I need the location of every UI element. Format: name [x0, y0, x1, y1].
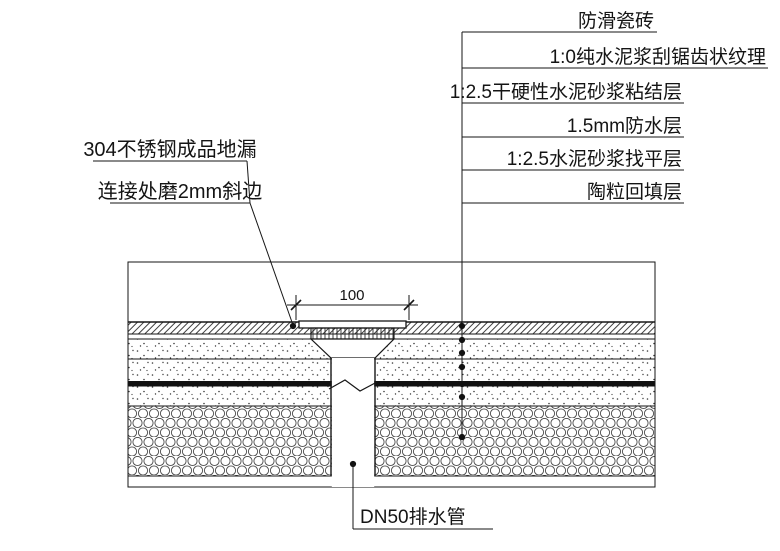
callout-leveling-layer: 1:2.5水泥砂浆找平层: [462, 148, 684, 171]
pipe-callout: DN50排水管: [349, 460, 493, 530]
pipe-callout-label: DN50排水管: [360, 506, 466, 528]
drain-flange: [298, 320, 407, 329]
layer-leveling: [128, 386, 655, 406]
pipe-break-icon: [328, 379, 378, 392]
drain-callout-line2: 连接处磨2mm斜边: [98, 180, 262, 203]
dim-tick-left: [290, 299, 302, 311]
layer-backfill: [128, 406, 655, 476]
callout-bonding-layer: 1:2.5干硬性水泥砂浆粘结层: [450, 81, 684, 104]
detail-border: [127, 261, 656, 488]
floor-drain: [298, 320, 407, 487]
svg-text:1:2.5干硬性水泥砂浆粘结层: 1:2.5干硬性水泥砂浆粘结层: [450, 81, 682, 103]
drain-leader: [246, 160, 251, 204]
callout-layer-dots: [458, 322, 466, 441]
callout-cement-paste: 1:0纯水泥浆刮锯齿状纹理: [462, 46, 768, 69]
layer-mortar-2: [128, 359, 655, 381]
svg-text:防滑瓷砖: 防滑瓷砖: [578, 10, 654, 32]
callout-waterproof-layer: 1.5mm防水层: [462, 115, 684, 138]
svg-text:陶粒回填层: 陶粒回填层: [587, 181, 682, 203]
dim-tick-right: [403, 299, 415, 311]
svg-text:1.5mm防水层: 1.5mm防水层: [567, 115, 682, 137]
layer-waterproof: [128, 381, 655, 387]
left-callouts: 304不锈钢成品地漏 连接处磨2mm斜边: [83, 138, 297, 330]
layer-bonding-mortar: [128, 339, 655, 359]
drain-leader-2: [249, 202, 294, 326]
callout-tile: 防滑瓷砖: [462, 10, 657, 33]
dimension-value: 100: [339, 287, 364, 304]
dimension-100: 100: [287, 287, 418, 320]
svg-text:1:2.5水泥砂浆找平层: 1:2.5水泥砂浆找平层: [507, 148, 682, 170]
right-callouts: 防滑瓷砖 1:0纯水泥浆刮锯齿状纹理 1:2.5干硬性水泥砂浆粘结层 1.5mm…: [450, 10, 768, 441]
callout-backfill-layer: 陶粒回填层: [462, 181, 684, 204]
floor-layer-bands: [128, 321, 655, 477]
drain-grate: [310, 327, 395, 340]
drain-leader-dot: [289, 322, 297, 330]
svg-text:1:0纯水泥浆刮锯齿状纹理: 1:0纯水泥浆刮锯齿状纹理: [550, 46, 766, 68]
drain-callout-line1: 304不锈钢成品地漏: [83, 138, 256, 161]
